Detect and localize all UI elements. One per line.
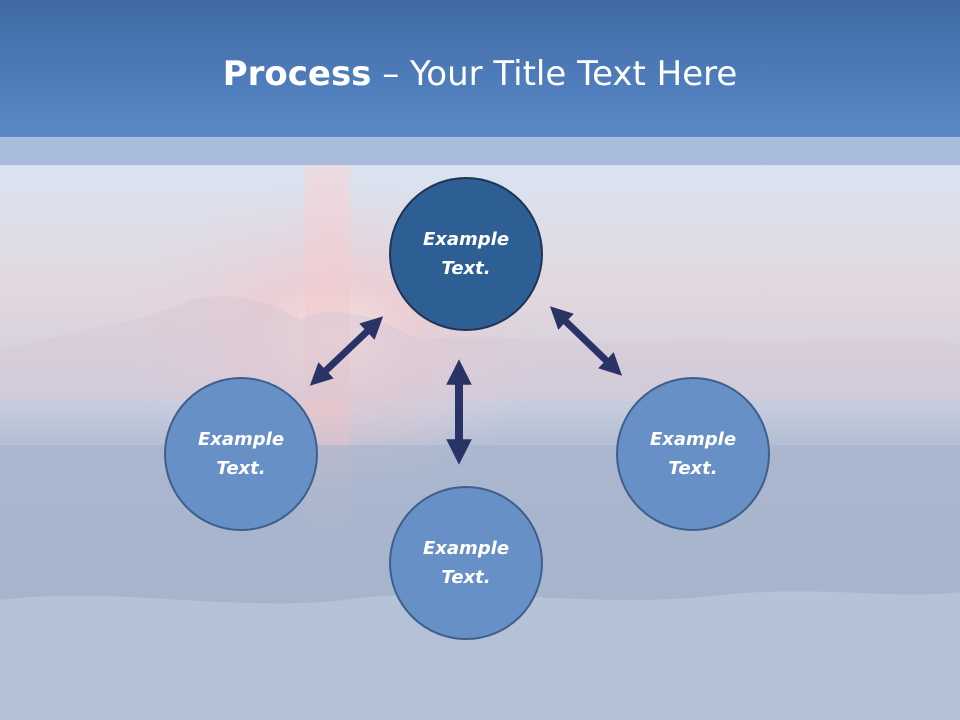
left-node-line1: Example: [197, 429, 285, 450]
slide-title: Process – Your Title Text Here: [0, 52, 960, 96]
right-node-line1: Example: [649, 429, 737, 450]
top-node-line2: Text.: [441, 258, 491, 279]
bottom-node-line1: Example: [422, 538, 510, 559]
right-node-line2: Text.: [668, 458, 718, 479]
header-band: [0, 137, 960, 165]
title-bar: [0, 0, 960, 137]
bottom-node-line2: Text.: [441, 567, 491, 588]
right-node: Example Text.: [616, 377, 770, 531]
top-node-line1: Example: [422, 229, 510, 250]
title-rest: – Your Title Text Here: [371, 54, 738, 94]
bottom-node: Example Text.: [389, 486, 543, 640]
left-node-line2: Text.: [216, 458, 266, 479]
top-node: Example Text.: [389, 177, 543, 331]
left-node: Example Text.: [164, 377, 318, 531]
title-bold-part: Process: [222, 54, 372, 94]
top-right-double-arrow: [549, 306, 623, 376]
left-top-double-arrow: [309, 316, 384, 386]
